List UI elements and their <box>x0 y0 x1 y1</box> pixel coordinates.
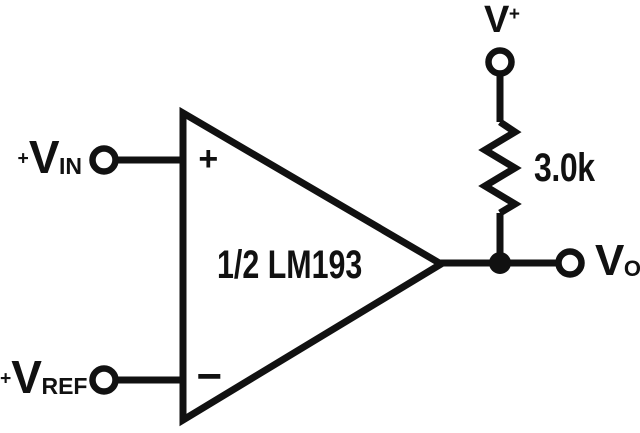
resistor-value-label: 3.0k <box>534 146 595 190</box>
supply-label-superscript: + <box>508 4 520 26</box>
inverting-minus-sign: − <box>196 352 222 401</box>
vin-label: +VIN <box>0 134 82 180</box>
vref-label-prefix: + <box>0 368 12 390</box>
vref-label-main: V <box>11 351 42 403</box>
vin-label-main: V <box>28 131 60 183</box>
opamp-triangle <box>179 106 448 427</box>
supply-label: V+ <box>484 1 520 39</box>
output-terminal-circle <box>555 248 585 278</box>
vref-label-subscript: REF <box>41 372 88 399</box>
vin-terminal-circle <box>89 145 119 175</box>
noninverting-plus-sign: + <box>198 140 218 178</box>
output-junction-dot <box>489 252 511 274</box>
output-label-main: V <box>595 236 624 285</box>
vref-terminal-circle <box>89 365 119 395</box>
vref-label: +VREF <box>0 351 88 403</box>
vin-label-prefix: + <box>17 148 29 170</box>
supply-label-main: V <box>484 0 509 41</box>
output-label: VO <box>595 239 640 283</box>
supply-terminal-circle <box>485 47 515 77</box>
output-label-subscript: O <box>623 255 640 281</box>
pullup-resistor-zigzag <box>478 119 522 217</box>
opamp-device-label: 1/2 LM193 <box>217 243 363 287</box>
vin-label-subscript: IN <box>59 152 82 179</box>
